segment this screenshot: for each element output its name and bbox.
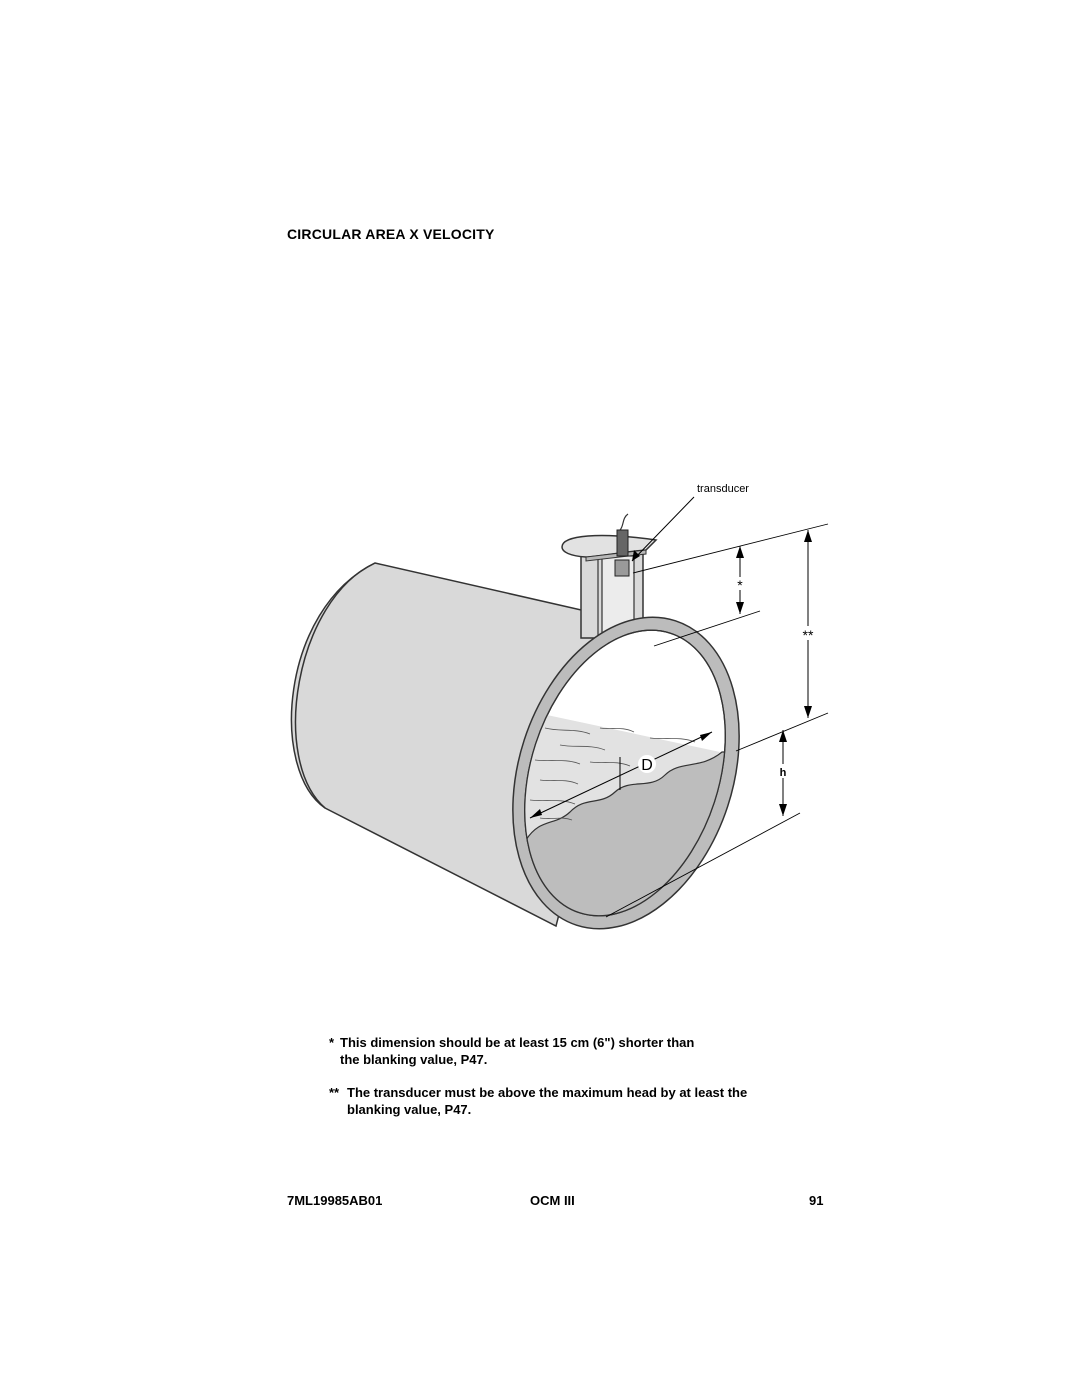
footnote-line: This dimension should be at least 15 cm … [340,1035,695,1050]
ext-line-standpipe-bottom [653,610,761,647]
footnote-marker: * [329,1035,335,1050]
transducer-icon [616,529,629,557]
pipe-inner-outline [524,629,726,917]
transducer-leader [631,496,695,562]
transducer-cable [619,513,629,531]
single-star-label: * [737,577,743,593]
ext-line-pipe-invert [605,812,801,918]
transducer-leader-arrow [632,550,640,561]
footer-doc-number: 7ML19985AB01 [287,1193,383,1208]
double-star-label: ** [803,627,814,643]
ext-line-max-head [735,712,829,752]
page-title: CIRCULAR AREA X VELOCITY [287,226,495,242]
footnote-double-star: ** The transducer must be above the maxi… [329,1084,769,1118]
pipe-back-edge [294,562,376,809]
head-label: h [780,767,787,779]
pipe-illustration: D transducer * ** h [290,483,829,942]
diameter-arrowhead-start [530,809,542,818]
footer-page-number: 91 [809,1193,824,1208]
transducer-head [614,559,630,577]
ext-line-transducer [632,523,829,574]
footnote-line: blanking value, P47. [347,1102,472,1117]
footnote-line: the blanking value, P47. [340,1052,488,1067]
diameter-arrowhead-end [700,732,712,741]
transducer-label: transducer [697,483,749,495]
diameter-line [529,731,713,819]
footnote-line: The transducer must be above the maximum… [347,1085,748,1100]
footer-product: OCM III [530,1193,575,1208]
footnote-marker: ** [329,1085,340,1100]
footnote-single-star: * This dimension should be at least 15 c… [329,1034,749,1068]
diameter-label: D [641,757,653,774]
pipe-diagram: D transducer * ** h [270,470,840,950]
